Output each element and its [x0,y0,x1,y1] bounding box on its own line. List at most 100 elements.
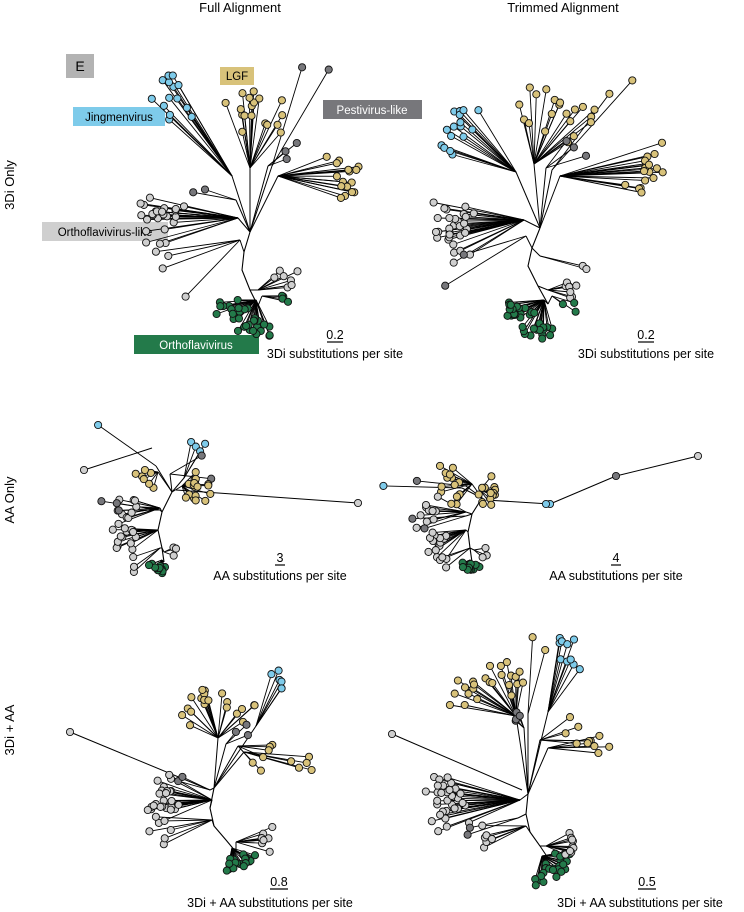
tree-branch [559,164,650,177]
tree-branch [525,235,533,249]
tree-branch [527,637,534,715]
tip-ortholike [79,465,89,475]
tip-lgf [332,172,341,181]
tip-lgf [578,102,587,111]
tip-lgf [452,492,461,501]
tree-branch [463,109,517,173]
tree-tips [429,76,667,343]
tip-pesti [611,471,621,481]
tip-jingmen [459,132,468,141]
tree-branch [486,825,527,836]
scale-bar-value: 0.2 [637,328,654,342]
tip-ortholike [460,219,469,228]
tree-branch [185,239,241,297]
tree-3di-aa-trimmed [387,633,614,890]
tree-branch [559,175,654,179]
tree-branch [545,839,573,847]
tip-lgf [542,85,551,94]
tip-lgf [524,119,534,128]
tip-ortholike [108,525,117,534]
tree-branch [383,485,463,489]
tip-ortholike [431,227,441,237]
tip-jingmen [274,666,283,675]
scale-bar-label: AA substitutions per site [549,569,682,583]
tip-ortholike [167,796,176,806]
tip-ortholike [268,822,277,832]
tree-3di-aa-full [65,666,316,875]
column-header-trimmed: Trimmed Alignment [507,0,619,15]
tree-branch [257,295,263,307]
tip-jingmen [541,499,551,509]
tip-ortholike [482,831,491,840]
tip-pesti [562,136,571,146]
tip-ortho [546,331,555,340]
tip-lgf [276,128,285,137]
tip-lgf [445,470,454,479]
tip-ortholike [116,532,125,541]
tree-branch [171,477,185,493]
tip-pesti [515,711,524,720]
tree-branch [249,98,260,169]
tree-branch [450,150,517,173]
tree-branch [191,696,219,739]
tree-branch [547,659,562,713]
tip-lgf [307,765,316,775]
tree-branch [465,513,473,517]
tree-branch [551,93,610,171]
tip-pesti [114,506,123,515]
tree-branch [140,203,239,219]
tip-lgf [277,96,286,105]
tip-ortholike [442,563,451,572]
tip-ortholike [181,292,190,301]
tree-branch [235,841,263,844]
tip-ortholike [478,553,487,562]
tree-branch [145,217,239,243]
tree-branch [533,109,595,165]
tip-ortholike [169,551,178,560]
tree-branch [257,270,298,291]
tree-branch [463,235,527,256]
tip-ortholike [568,835,577,844]
tree-branch [255,673,272,727]
tree-branch [559,175,642,193]
tree-backbone [241,231,259,307]
tree-branch [452,467,473,485]
tip-ortholike [160,816,169,825]
tip-ortholike [434,827,443,836]
tree-branch [473,688,517,717]
tip-lgf [185,721,195,730]
tip-ortholike [114,519,123,528]
tip-ortholike [421,787,430,796]
tip-ortholike [387,729,397,739]
tree-branch [133,547,161,573]
tip-ortholike [433,213,442,223]
tip-lgf [344,165,353,174]
tree-branch [83,447,153,471]
tip-lgf [562,109,571,118]
tip-ortholike [433,781,442,790]
tip-lgf [487,500,496,509]
tree-branch [420,511,467,516]
tree-backbone [525,793,549,859]
tree-branch [149,197,239,219]
tip-ortholike [155,239,164,248]
tree-branch [169,455,202,475]
tip-lgf [649,173,658,183]
tip-lgf [497,670,506,679]
tree-branch [271,67,303,167]
tip-ortho [548,865,558,874]
tree-3di-trimmed [429,76,667,343]
tip-ortholike [449,258,458,267]
tip-lgf [605,89,614,98]
tip-ortho [144,561,154,570]
tip-lgf [605,742,614,751]
tree-branch [277,162,337,177]
tip-ortholike [487,834,496,844]
tree-branch [527,649,546,715]
tip-lgf [336,193,345,202]
tip-ortholike [158,207,167,216]
tip-jingmen [277,684,286,693]
tip-lgf [221,98,230,107]
tree-branch [539,716,571,741]
tree-branch [255,670,280,727]
